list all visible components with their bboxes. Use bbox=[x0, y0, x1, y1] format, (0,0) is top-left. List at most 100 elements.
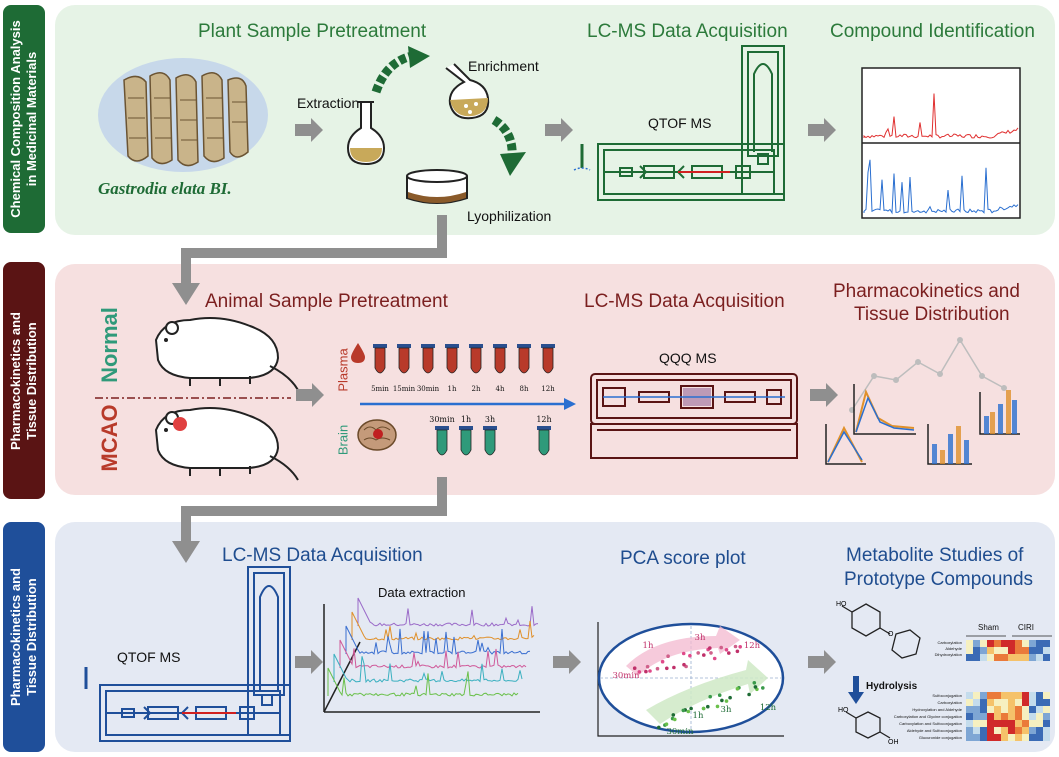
plasma-tube-cap bbox=[421, 344, 435, 348]
stacked-chromatogram-trace bbox=[351, 611, 535, 641]
svg-text:HO: HO bbox=[838, 707, 849, 714]
heatmap-cell bbox=[1029, 720, 1036, 727]
heatmap-cell bbox=[1015, 734, 1022, 741]
heatmap-cell bbox=[980, 706, 987, 713]
heatmap-cell bbox=[966, 727, 973, 734]
heatmap-cell bbox=[1029, 734, 1036, 741]
pk-bar bbox=[998, 404, 1003, 434]
plasma-time-label: 2h bbox=[472, 385, 481, 393]
pca-point bbox=[712, 656, 717, 661]
heatmap-cell bbox=[994, 734, 1001, 741]
heatmap-cell bbox=[994, 713, 1001, 720]
blood-drop-icon bbox=[351, 343, 365, 363]
pk-curve bbox=[827, 430, 863, 463]
pca-point bbox=[735, 687, 740, 691]
chromatogram-trace bbox=[863, 159, 1019, 215]
brain-tube bbox=[484, 429, 496, 456]
heatmap-cell bbox=[1008, 706, 1015, 713]
heatmap-cell bbox=[1036, 692, 1043, 699]
pca-point bbox=[632, 666, 637, 670]
heatmap-cell bbox=[1008, 654, 1015, 661]
pk-bar bbox=[956, 426, 961, 464]
pca-time-label-bottom: 3h bbox=[721, 705, 732, 715]
pca-point bbox=[761, 686, 765, 690]
row3-title-metabolite-line1: Metabolite Studies of bbox=[846, 545, 1024, 566]
heatmap-cell bbox=[980, 692, 987, 699]
heatmap-cell bbox=[1022, 734, 1029, 741]
heatmap-cell bbox=[966, 692, 973, 699]
pk-connector-point bbox=[893, 377, 899, 383]
hydrolysis-product-structure-icon: HO OH bbox=[838, 707, 899, 746]
row3-arrow-3 bbox=[808, 650, 836, 674]
pk-bar bbox=[1006, 390, 1011, 434]
pk-connector-point bbox=[1001, 385, 1007, 391]
heatmap-cell bbox=[973, 706, 980, 713]
heatmap-cell bbox=[994, 692, 1001, 699]
heatmap-cell bbox=[973, 720, 980, 727]
gastrodia-tuber-image bbox=[98, 58, 268, 172]
plasma-tube-cap bbox=[541, 344, 555, 348]
pca-point bbox=[681, 708, 686, 713]
group-divider-line bbox=[95, 397, 291, 399]
brain-tube-cap bbox=[435, 426, 449, 430]
brain-tube-cap bbox=[483, 426, 497, 430]
pca-point bbox=[660, 659, 665, 664]
stacked-chromatogram-trace bbox=[339, 639, 527, 669]
heatmap-cell bbox=[1036, 720, 1043, 727]
pk-bar bbox=[1012, 400, 1017, 434]
brain-tube bbox=[538, 429, 550, 456]
pk-connector-point bbox=[915, 359, 921, 365]
heatmap-cell bbox=[1036, 734, 1043, 741]
enrichment-flask-icon bbox=[445, 63, 490, 120]
heatmap-cell bbox=[1022, 720, 1029, 727]
heatmap-cell bbox=[987, 640, 994, 647]
heatmap-cell bbox=[987, 720, 994, 727]
pk-plot-axes bbox=[853, 384, 916, 435]
row3-title-pca: PCA score plot bbox=[620, 548, 746, 569]
heatmap-cell bbox=[987, 727, 994, 734]
heatmap-row-label: Hydroxylation and Aldehyde bbox=[912, 707, 962, 712]
heatmap-cell bbox=[1015, 720, 1022, 727]
process-cycle-arrow-2 bbox=[491, 116, 526, 176]
plasma-tube-cap bbox=[493, 344, 507, 348]
pk-connector-point bbox=[957, 337, 963, 343]
row2-title-pk-line1: Pharmacokinetics and bbox=[833, 281, 1020, 302]
pca-point bbox=[655, 666, 660, 671]
pca-point bbox=[753, 685, 758, 689]
heatmap-cell bbox=[966, 734, 973, 741]
heatmap-cell bbox=[994, 640, 1001, 647]
heatmap-cell bbox=[1022, 647, 1029, 654]
pca-trajectory-arrow bbox=[626, 626, 740, 676]
pca-point bbox=[645, 664, 650, 669]
pca-time-label-top: 3h bbox=[695, 633, 706, 643]
brain-tube bbox=[460, 429, 472, 456]
plasma-time-label: 1h bbox=[448, 385, 457, 393]
heatmap-cell bbox=[1022, 654, 1029, 661]
heatmap-cell bbox=[1029, 640, 1036, 647]
row2-arrow-2 bbox=[810, 383, 838, 407]
heatmap-cell bbox=[1029, 727, 1036, 734]
row2-side-line1: Pharmacokinetics and bbox=[8, 311, 23, 450]
row1-qtof-instrument-icon bbox=[573, 45, 785, 201]
group-mcao-label: MCAO bbox=[97, 404, 122, 472]
heatmap-cell bbox=[1043, 734, 1050, 741]
process-cycle-arrow-1 bbox=[371, 46, 430, 94]
heatmap-row-label: Glucuronide conjugation bbox=[918, 735, 962, 740]
heatmap-cell bbox=[1043, 647, 1050, 654]
pk-connector-point bbox=[871, 373, 877, 379]
pca-point bbox=[665, 666, 669, 671]
row1-instrument-label: QTOF MS bbox=[648, 115, 712, 131]
pca-point bbox=[735, 649, 740, 654]
heatmap-cell bbox=[987, 713, 994, 720]
pca-point bbox=[702, 653, 706, 657]
heatmap-cell bbox=[1015, 640, 1022, 647]
heatmap-cell bbox=[994, 647, 1001, 654]
brain-time-label: 1h bbox=[461, 415, 471, 424]
heatmap-cell bbox=[1036, 647, 1043, 654]
chromatogram-trace bbox=[863, 93, 1019, 139]
heatmap-cell bbox=[973, 640, 980, 647]
heatmap-row-label: Sulfoconjugation bbox=[932, 693, 962, 698]
plasma-tube bbox=[446, 347, 458, 374]
brain-tube bbox=[436, 429, 448, 456]
